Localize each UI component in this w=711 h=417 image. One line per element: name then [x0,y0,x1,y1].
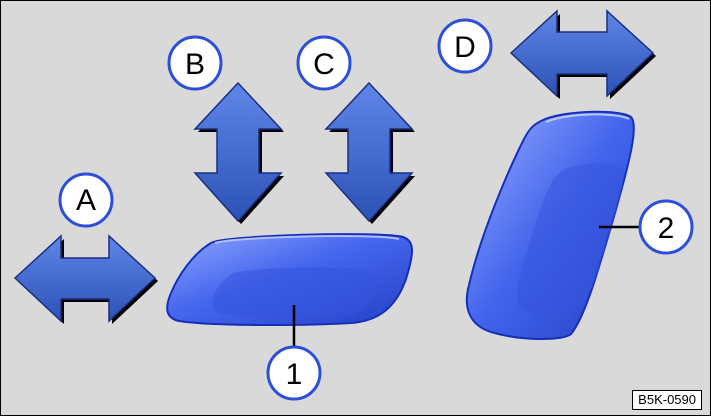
label-1-badge: 1 [266,345,322,401]
arrow-c-vertical-icon [324,81,415,224]
label-1-text: 1 [286,358,303,391]
label-c-badge: C [296,35,352,91]
arrow-d-horizontal-icon [509,9,656,99]
label-d-badge: D [437,18,493,74]
label-d-text: D [454,31,476,64]
label-b-badge: B [167,35,223,91]
figure-reference-code: B5K-0590 [632,390,702,410]
label-2-badge: 2 [638,199,694,255]
arrow-b-vertical-icon [193,81,284,224]
seat-cushion-icon [166,233,413,327]
seat-backrest-icon [465,110,635,340]
label-a-badge: A [58,172,114,228]
label-b-text: B [185,48,205,81]
label-2-text: 2 [658,212,675,245]
label-c-text: C [313,48,335,81]
label-a-text: A [76,184,96,217]
arrow-a-horizontal-icon [13,234,158,324]
